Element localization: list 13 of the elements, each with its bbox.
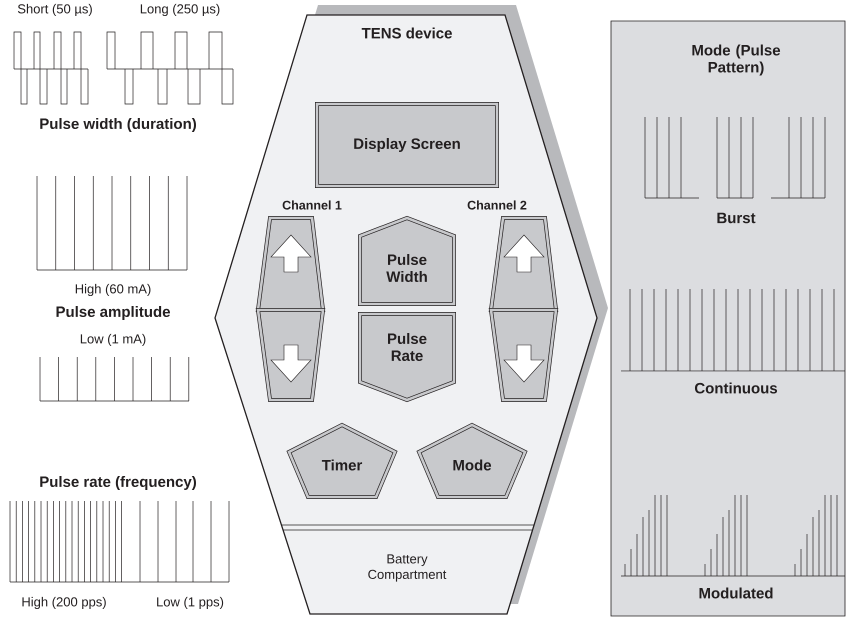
mode-panel: Mode (Pulse Pattern) Burst Continuous Modulated — [610, 20, 846, 616]
axis-label: Short (50 µs) — [18, 4, 92, 16]
waveform-title: Pulse rate (frequency) — [40, 476, 196, 490]
axis-label: High (60 mA) — [76, 284, 150, 296]
display-screen: Display Screen — [315, 102, 499, 188]
axis-label: Low (1 mA) — [80, 334, 146, 346]
waveform-title: Pulse amplitude — [56, 306, 170, 320]
battery-compartment: Battery Compartment — [280, 524, 534, 582]
channel-label: Channel 2 — [468, 200, 526, 210]
control-button: Pulse Rate — [358, 312, 456, 402]
waveform-title: Pulse width (duration) — [40, 118, 196, 132]
channel-label: Channel 1 — [282, 200, 342, 210]
axis-label: High (200 pps) — [22, 596, 106, 610]
